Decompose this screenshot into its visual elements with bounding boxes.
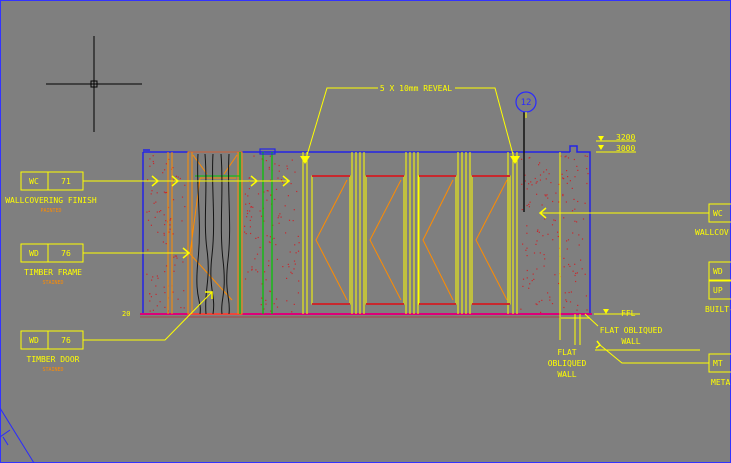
callout-arrowheads — [151, 175, 291, 299]
level-3000: 3000 — [616, 144, 635, 153]
callout-wd76-door-num: 76 — [61, 336, 71, 345]
callout-right-wd[interactable]: WD — [708, 261, 731, 281]
fow-below-line3: WALL — [557, 370, 576, 379]
callout-right-up-title: BUILT- — [705, 305, 731, 314]
callout-wc71-subtitle: PAINTED — [40, 208, 61, 214]
ffl-label: FFL — [621, 309, 636, 318]
callout-wd76-door-subtitle: STAINED — [42, 367, 63, 373]
callout-right-wc[interactable]: WC WALLCOV — [538, 203, 731, 237]
callout-right-wc-title: WALLCOV — [695, 228, 729, 237]
timber-frame — [167, 151, 243, 315]
fow-right-line2: WALL — [621, 337, 640, 346]
callout-wd76-frame-title: TIMBER FRAME — [24, 268, 82, 277]
fow-below-line1: FLAT — [557, 348, 576, 357]
fow-below-line2: OBLIQUED — [548, 359, 587, 368]
flat-obliqued-wall-label-right: FLAT OBLIQUED WALL — [584, 313, 663, 346]
callout-wd76-frame-code: WD — [29, 249, 39, 258]
callout-wc71-title: WALLCOVERING FINISH — [5, 196, 97, 205]
reveal-note: 5 X 10mm REVEAL — [300, 84, 520, 164]
callout-right-mt-code: MT — [713, 359, 723, 368]
level-markers: 3200 3000 FFL — [594, 133, 640, 318]
reveal-panels — [302, 152, 511, 314]
reveal-panel — [311, 175, 351, 305]
callout-right-mt-title: META — [711, 378, 730, 387]
callout-right-wd-code: WD — [713, 267, 723, 276]
callout-wd76-frame-subtitle: STAINED — [42, 280, 63, 286]
reveal-note-text: 5 X 10mm REVEAL — [380, 84, 452, 93]
callout-wd76-frame[interactable]: WD 76 TIMBER FRAME STAINED — [20, 243, 190, 286]
callout-right-mt[interactable]: MT META — [595, 340, 731, 387]
reveal-panel — [418, 175, 457, 305]
crosshair-cursor-icon — [46, 36, 142, 132]
callout-wc71-num: 71 — [61, 177, 71, 186]
callout-wc71-code: WC — [29, 177, 39, 186]
callout-right-up-code: UP — [713, 286, 723, 295]
callout-wc71[interactable]: WC 71 WALLCOVERING FINISH PAINTED — [5, 171, 290, 214]
level-3200: 3200 — [616, 133, 635, 142]
callout-wd76-door[interactable]: WD 76 TIMBER DOOR STAINED — [20, 291, 213, 373]
green-post — [239, 148, 276, 314]
callout-right-wc-code: WC — [713, 209, 723, 218]
callout-right-up[interactable]: UP BUILT- — [705, 280, 731, 314]
flat-obliqued-wall-label-below: FLAT OBLIQUED WALL — [548, 348, 587, 379]
callout-wd76-frame-num: 76 — [61, 249, 71, 258]
callout-wd76-door-title: TIMBER DOOR — [27, 355, 80, 364]
reveal-panel — [471, 175, 511, 305]
ucs-icon — [0, 407, 35, 463]
callout-wd76-door-code: WD — [29, 336, 39, 345]
fow-right-line1: FLAT OBLIQUED — [600, 326, 663, 335]
grid-bubble: 12 — [515, 91, 537, 118]
hatch-pattern — [146, 155, 589, 313]
grid-bubble-label: 12 — [521, 98, 532, 108]
right-verticals — [512, 152, 590, 345]
dim-text: 20 — [122, 310, 130, 318]
reveal-panel — [365, 175, 405, 305]
